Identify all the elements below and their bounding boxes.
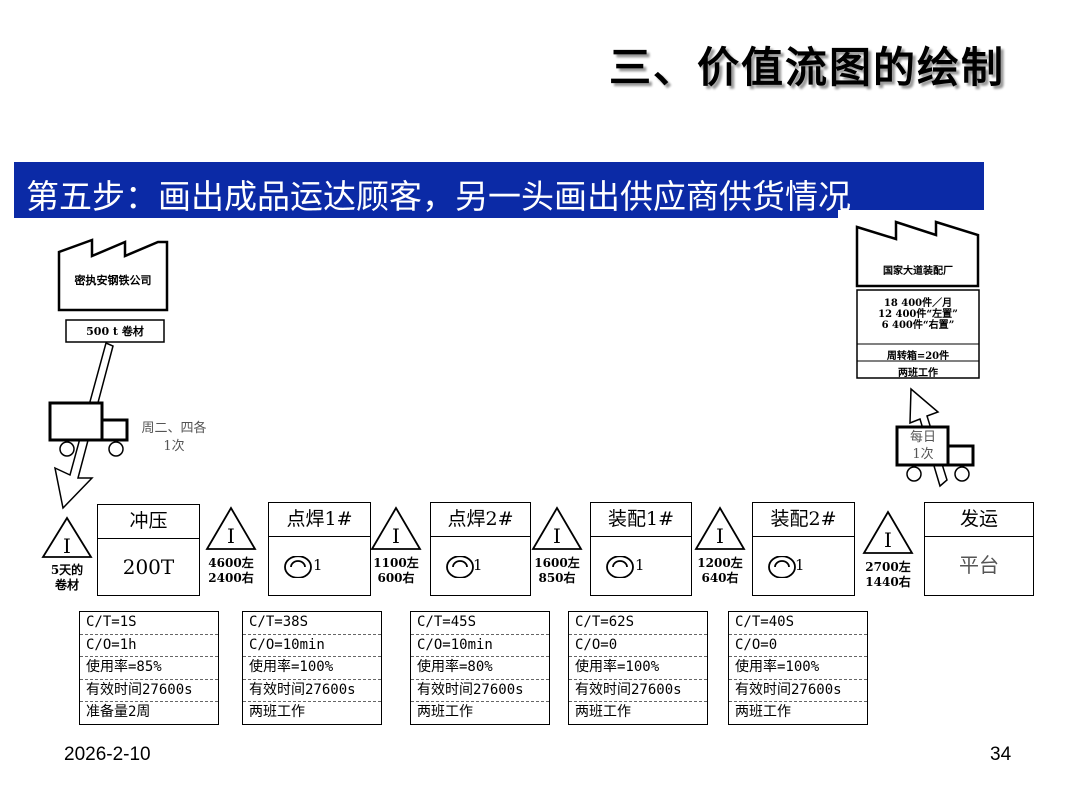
process-name: 装配2# <box>753 503 854 537</box>
operator-count: 1 <box>473 556 483 574</box>
supplier-delivery-note: 周二、四各 1次 <box>141 421 207 454</box>
data-row: C/O=0 <box>569 635 707 658</box>
data-box-assembly-1: C/T=62S C/O=0 使用率=100% 有效时间27600s 两班工作 <box>568 611 708 725</box>
process-body: 200T <box>122 555 175 579</box>
inventory-triangle-icon <box>862 510 914 554</box>
inventory-symbol: I <box>392 524 400 548</box>
data-row: 使用率=100% <box>243 657 381 680</box>
customer-container: 周转箱=20件 <box>886 351 950 362</box>
data-row: 准备量2周 <box>86 704 151 721</box>
supplier-truck-icon <box>48 401 129 457</box>
inventory-symbol: I <box>716 524 724 548</box>
process-name: 发运 <box>925 503 1033 537</box>
inventory-label: 1600左 850右 <box>534 556 580 585</box>
operator-icon <box>284 556 312 578</box>
data-row: 使用率=100% <box>569 657 707 680</box>
process-box-assembly-1: 装配1# 1 <box>590 502 692 596</box>
customer-demand: 18 400件／月 12 400件“左置” 6 400件“右置” <box>857 298 979 331</box>
inventory-triangle-icon <box>41 516 93 558</box>
operator-count: 1 <box>635 556 645 574</box>
inventory-triangle-icon <box>205 506 257 550</box>
process-name: 装配1# <box>591 503 691 537</box>
data-row: 有效时间27600s <box>729 680 867 703</box>
process-name: 冲压 <box>98 505 199 539</box>
supplier-material-box <box>65 319 165 343</box>
data-row: C/T=40S <box>729 612 867 635</box>
data-row: 有效时间27600s <box>569 680 707 703</box>
data-row: C/O=0 <box>729 635 867 658</box>
process-box-stamping: 冲压 200T <box>97 504 200 596</box>
data-box-spot-weld-2: C/T=45S C/O=10min 使用率=80% 有效时间27600s 两班工… <box>410 611 550 725</box>
customer-factory-icon <box>855 220 980 288</box>
data-box-stamping: C/T=1S C/O=1h 使用率=85% 有效时间27600s 准备量2周 <box>79 611 219 725</box>
supplier-material: 500 t 卷材 <box>86 325 144 338</box>
data-row: C/T=62S <box>569 612 707 635</box>
data-row: 两班工作 <box>249 704 305 721</box>
customer-data-box <box>856 289 980 379</box>
inventory-symbol: I <box>227 524 235 548</box>
customer-truck-icon <box>895 425 975 482</box>
customer-demand-left: 12 400件“左置” <box>878 309 958 320</box>
data-row: C/O=10min <box>411 635 549 658</box>
customer-shift: 两班工作 <box>898 368 938 379</box>
data-row: C/T=45S <box>411 612 549 635</box>
process-box-assembly-2: 装配2# 1 <box>752 502 855 596</box>
operator-icon <box>606 556 634 578</box>
inventory-triangle-icon <box>370 506 422 550</box>
step-banner <box>14 162 984 218</box>
supplier-name: 密执安钢铁公司 <box>74 274 152 287</box>
data-box-spot-weld-1: C/T=38S C/O=10min 使用率=100% 有效时间27600s 两班… <box>242 611 382 725</box>
data-row: C/T=1S <box>80 612 218 635</box>
operator-count: 1 <box>795 556 805 574</box>
inventory-label: 4600左 2400右 <box>208 556 254 585</box>
data-row: 两班工作 <box>735 704 791 721</box>
operator-icon <box>446 556 474 578</box>
process-box-spot-weld-1: 点焊1# 1 <box>268 502 371 596</box>
customer-name: 国家大道装配厂 <box>883 266 953 277</box>
supplier-factory-icon <box>57 238 169 312</box>
process-box-spot-weld-2: 点焊2# 1 <box>430 502 531 596</box>
customer-demand-right: 6 400件“右置” <box>881 320 955 331</box>
data-row: 两班工作 <box>575 704 631 721</box>
operator-icon <box>768 556 796 578</box>
data-row: C/O=1h <box>80 635 218 658</box>
page-number: 34 <box>990 744 1012 765</box>
process-name: 点焊2# <box>431 503 530 537</box>
process-body: 平台 <box>959 553 999 577</box>
process-name: 点焊1# <box>269 503 370 537</box>
customer-delivery-note: 每日 1次 <box>909 430 936 462</box>
inventory-symbol: I <box>553 524 561 548</box>
data-row: C/O=10min <box>243 635 381 658</box>
inventory-label: 2700左 1440右 <box>865 560 911 589</box>
data-row: 使用率=80% <box>411 657 549 680</box>
page-title: 三、价值流图的绘制 <box>608 43 1005 92</box>
inventory-symbol: I <box>884 528 892 552</box>
inventory-triangle-icon <box>694 506 746 550</box>
inventory-triangle-icon <box>531 506 583 550</box>
banner-notch <box>838 210 984 220</box>
step-banner-text: 第五步：画出成品运达顾客，另一头画出供应商供货情况 <box>26 177 851 216</box>
data-row: 两班工作 <box>417 704 473 721</box>
customer-demand-monthly: 18 400件／月 <box>883 298 953 309</box>
data-row: C/T=38S <box>243 612 381 635</box>
data-box-assembly-2: C/T=40S C/O=0 使用率=100% 有效时间27600s 两班工作 <box>728 611 868 725</box>
data-row: 有效时间27600s <box>411 680 549 703</box>
footer-date: 2026-2-10 <box>64 744 151 765</box>
inventory-label: 5天的 卷材 <box>50 563 84 592</box>
operator-count: 1 <box>313 556 323 574</box>
inventory-label: 1200左 640右 <box>697 556 743 585</box>
data-row: 使用率=85% <box>80 657 218 680</box>
inventory-symbol: I <box>63 534 71 558</box>
process-box-shipping: 发运 平台 <box>924 502 1034 596</box>
data-row: 使用率=100% <box>729 657 867 680</box>
data-row: 有效时间27600s <box>243 680 381 703</box>
data-row: 有效时间27600s <box>80 680 218 703</box>
inventory-label: 1100左 600右 <box>373 556 419 585</box>
